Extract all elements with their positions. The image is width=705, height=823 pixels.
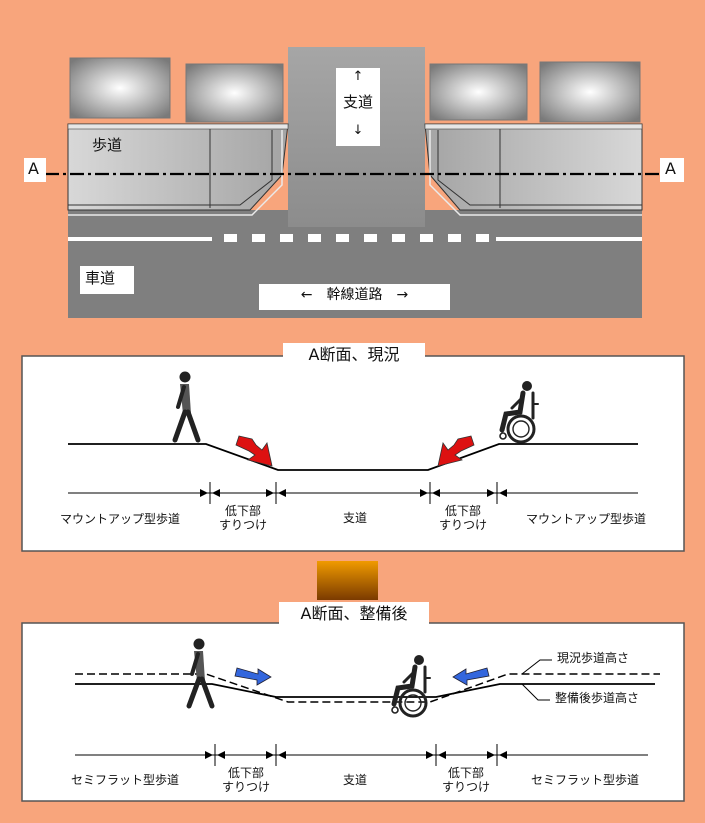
- transition-indicator: [317, 561, 378, 600]
- sidewalk-right: [424, 123, 643, 211]
- pedestrian-icon: [172, 371, 201, 443]
- improved-ramp-right-label: 低下部 すりつけ: [441, 766, 491, 794]
- current-dimension-line: [68, 482, 638, 504]
- current-ramp-right-label: 低下部 すりつけ: [438, 504, 488, 532]
- current-section-title: A断面、現況: [308, 345, 400, 364]
- improved-semiflat-left-label: セミフラット型歩道: [70, 773, 179, 787]
- improved-dimension-line: [75, 744, 648, 766]
- improved-ramp-left-label: 低下部 すりつけ: [221, 766, 271, 794]
- building-2: [185, 63, 284, 123]
- building-1: [69, 57, 171, 119]
- pedestrian-icon-improved: [186, 638, 215, 709]
- branch-arrow-down: ↓: [352, 123, 364, 138]
- section-marker-right: A: [665, 159, 676, 178]
- sidewalk-label: 歩道: [92, 136, 123, 154]
- building-4: [539, 61, 641, 123]
- plan-view: [24, 47, 684, 318]
- section-marker-left: A: [28, 159, 39, 178]
- branch-arrow-up: ↑: [352, 69, 364, 84]
- improved-arrow-right: [452, 667, 490, 686]
- current-mountup-right-label: マウントアップ型歩道: [525, 512, 646, 526]
- current-ramp-left-label: 低下部 すりつけ: [218, 504, 268, 532]
- improved-branch-label: 支道: [342, 773, 367, 787]
- current-height-line: [75, 673, 660, 703]
- improved-section-title: A断面、整備後: [300, 604, 408, 623]
- improved-semiflat-right-label: セミフラット型歩道: [530, 773, 639, 787]
- current-section-frame: [21, 355, 685, 552]
- current-arrow-right: [437, 435, 475, 467]
- improved-height-line: [75, 683, 655, 698]
- building-3: [429, 63, 528, 121]
- arterial-road-label: ← 幹線道路 →: [300, 287, 409, 303]
- current-arrow-left: [235, 435, 273, 467]
- legend-current-height: 現況歩道高さ: [557, 651, 630, 665]
- improved-arrow-left: [234, 667, 272, 686]
- wheelchair-user-icon: [499, 381, 539, 444]
- current-profile-line: [68, 443, 638, 471]
- road-label: 車道: [85, 269, 116, 287]
- wheelchair-user-icon-improved: [391, 655, 431, 718]
- current-mountup-left-label: マウントアップ型歩道: [59, 512, 180, 526]
- current-section-panel: [21, 343, 685, 552]
- current-branch-label: 支道: [342, 511, 367, 525]
- legend-improved-height: 整備後歩道高さ: [555, 691, 640, 705]
- improved-section-frame: [21, 622, 685, 802]
- branch-road-label: 支道: [342, 93, 373, 111]
- improved-section-panel: [21, 602, 685, 802]
